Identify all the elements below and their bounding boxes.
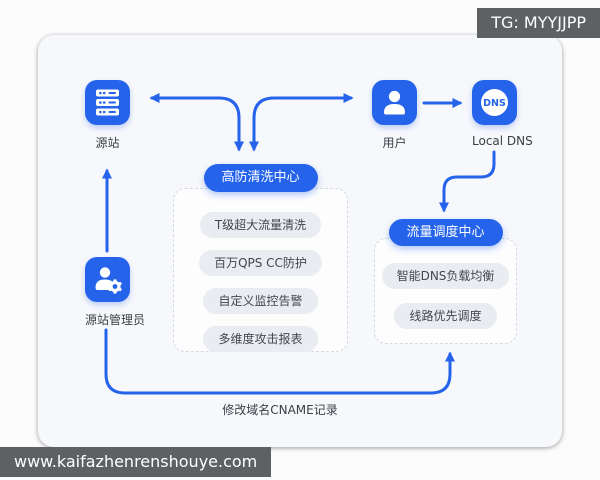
tg-contact-badge: TG: MYYJJPP xyxy=(477,8,600,38)
node-user: 用户 xyxy=(372,80,417,151)
user-icon xyxy=(372,80,417,125)
group-scrubbing-center: 高防清洗中心 T级超大流量清洗 百万QPS CC防护 自定义监控告警 多维度攻击… xyxy=(173,164,348,352)
scrubbing-center-title: 高防清洗中心 xyxy=(203,164,318,192)
server-icon xyxy=(85,80,130,125)
feature-pill: 线路优先调度 xyxy=(394,303,497,329)
local-dns-label: Local DNS xyxy=(472,134,533,148)
dns-icon: DNS xyxy=(472,80,517,125)
feature-pill: T级超大流量清洗 xyxy=(199,212,322,238)
feature-pill: 多维度攻击报表 xyxy=(203,326,318,352)
node-local-dns: DNS Local DNS xyxy=(472,80,533,149)
scheduling-center-title: 流量调度中心 xyxy=(388,219,503,246)
group-scheduling-center: 流量调度中心 智能DNS负载均衡 线路优先调度 xyxy=(374,219,517,344)
origin-server-label: 源站 xyxy=(95,136,120,150)
cname-note: 修改域名CNAME记录 xyxy=(222,403,338,417)
user-label: 用户 xyxy=(382,136,407,150)
feature-pill: 百万QPS CC防护 xyxy=(199,250,322,276)
origin-admin-label: 源站管理员 xyxy=(85,313,146,327)
node-origin-admin: 源站管理员 xyxy=(85,257,145,328)
website-watermark: www.kaifazhenrenshouye.com xyxy=(0,447,272,477)
feature-pill: 自定义监控告警 xyxy=(203,288,318,314)
dns-icon-text: DNS xyxy=(483,98,506,109)
scheduling-center-items: 智能DNS负载均衡 线路优先调度 xyxy=(375,239,516,343)
feature-pill: 智能DNS负载均衡 xyxy=(381,263,510,289)
admin-gear-icon xyxy=(85,257,130,302)
scrubbing-center-items: T级超大流量清洗 百万QPS CC防护 自定义监控告警 多维度攻击报表 xyxy=(174,189,347,364)
node-origin-server: 源站 xyxy=(85,80,130,151)
